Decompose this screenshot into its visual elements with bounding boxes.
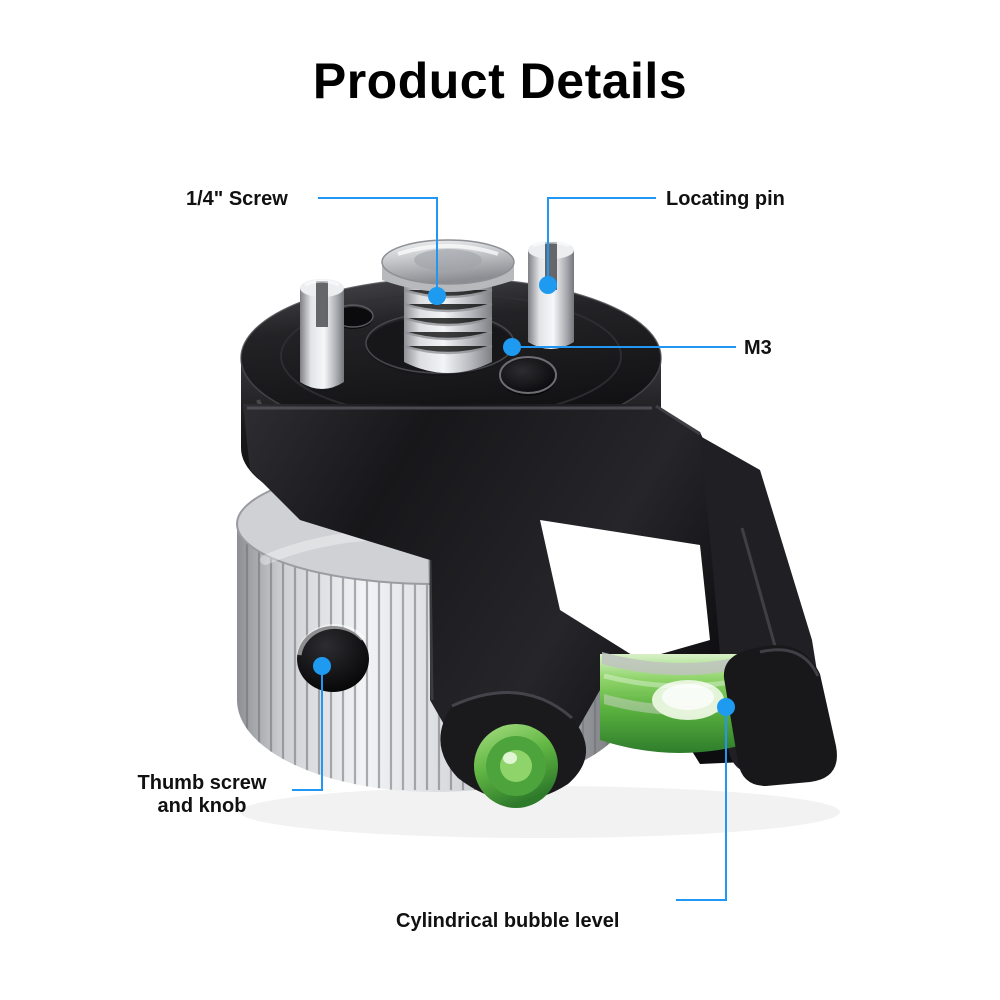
page-title: Product Details bbox=[312, 53, 688, 109]
callout-label-locating-pin: Locating pin bbox=[666, 188, 785, 210]
locating-pin-graphic bbox=[528, 240, 574, 349]
callout-label-thumb-screw-and-knob: Thumb screw and knob bbox=[137, 772, 267, 817]
locating-pin-secondary-graphic bbox=[300, 279, 344, 389]
callout-label-m3: M3 bbox=[744, 337, 772, 359]
callout-label-cylindrical-bubble-level: Cylindrical bubble level bbox=[396, 910, 620, 932]
callout-label-quarter-inch-screw: 1/4" Screw bbox=[186, 188, 288, 210]
m3-hole-graphic bbox=[500, 360, 556, 396]
right-arm-foreground-graphic bbox=[723, 645, 837, 786]
